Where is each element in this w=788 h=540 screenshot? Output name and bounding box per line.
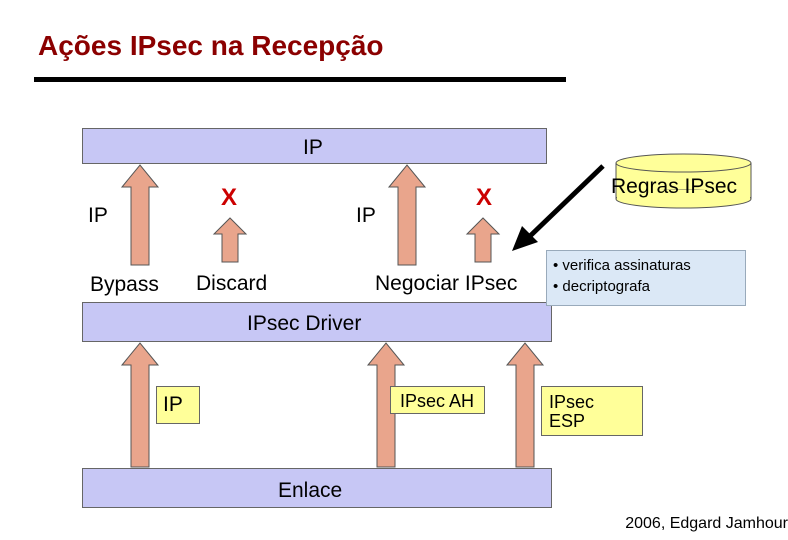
top-ip-bar-label: IP xyxy=(303,136,323,159)
top-ip-bar: IP xyxy=(82,128,547,164)
ip-lower-label: IP xyxy=(156,386,200,424)
database-label: Regras IPsec xyxy=(611,175,738,198)
footer-credit: 2006, Edgard Jamhour xyxy=(625,515,788,532)
arrow-lower-ah xyxy=(366,342,406,468)
notes-box: • verifica assinaturas • decriptografa xyxy=(546,250,746,306)
arrow-bypass xyxy=(120,164,160,266)
discard-x-mark: X xyxy=(221,184,238,211)
ipsec-driver-bar: IPsec Driver xyxy=(82,302,552,342)
ip-left-label: IP xyxy=(88,204,108,227)
arrow-lower-ip xyxy=(120,342,160,468)
arrow-negotiate-stub xyxy=(465,217,501,263)
bypass-label: Bypass xyxy=(90,273,159,296)
ip-lower-text: IP xyxy=(163,393,183,416)
link-layer-bar: Enlace xyxy=(82,468,552,508)
ipsec-ah-box: IPsec AH xyxy=(390,386,485,414)
arrow-discard-stub xyxy=(212,217,248,263)
link-layer-label: Enlace xyxy=(278,479,343,502)
discard-label: Discard xyxy=(196,272,268,295)
negotiate-x-mark: X xyxy=(476,184,493,211)
title-underline xyxy=(34,77,566,82)
note-item: • decriptografa xyxy=(553,278,650,295)
arrow-lower-esp xyxy=(505,342,545,468)
rules-arrow xyxy=(512,164,605,251)
ip-middle-label: IP xyxy=(356,204,376,227)
ipsec-esp-box: IPsec ESP xyxy=(541,386,643,436)
ipsec-ah-label: IPsec AH xyxy=(400,391,475,411)
negotiate-label: Negociar IPsec xyxy=(375,272,518,295)
note-item: • verifica assinaturas xyxy=(553,257,691,274)
ipsec-esp-label: IPsec ESP xyxy=(549,392,595,431)
page-title: Ações IPsec na Recepção xyxy=(38,30,384,61)
database-icon xyxy=(615,153,752,209)
arrow-ip-middle xyxy=(387,164,427,266)
ipsec-driver-label: IPsec Driver xyxy=(247,312,362,335)
